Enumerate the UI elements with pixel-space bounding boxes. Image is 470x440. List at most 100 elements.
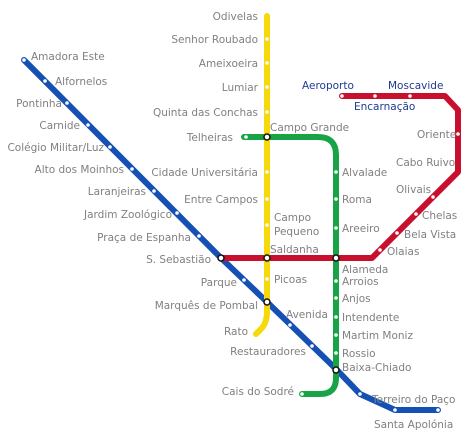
- station-label-colegio-militar: Colégio Militar/Luz: [7, 142, 104, 154]
- station-label-santa-apolonia: Santa Apolónia: [374, 419, 453, 431]
- interchange-dot: [263, 133, 271, 141]
- station-label-intendente: Intendente: [342, 312, 399, 324]
- station-label-anjos: Anjos: [342, 293, 371, 305]
- station-dot: [65, 101, 69, 105]
- station-label-arroios: Arroios: [342, 276, 379, 288]
- station-label-pontinha: Pontinha: [16, 98, 62, 110]
- station-label-parque: Parque: [201, 277, 237, 289]
- station-dot: [378, 248, 382, 252]
- station-label-moscavide: Moscavide: [388, 80, 443, 92]
- station-dot: [265, 197, 269, 201]
- station-label-olivais: Olivais: [396, 184, 431, 196]
- station-label-carnide: Carnide: [39, 120, 80, 132]
- station-dot: [334, 279, 338, 283]
- station-dot: [414, 212, 418, 216]
- station-label-martim-moniz: Martim Moniz: [342, 330, 413, 342]
- station-dot: [130, 167, 134, 171]
- station-label-aeroporto: Aeroporto: [302, 80, 354, 92]
- station-label-alfornelos: Alfornelos: [55, 76, 107, 88]
- station-dot: [265, 61, 269, 65]
- station-dot: [334, 333, 338, 337]
- station-label-odivelas: Odivelas: [213, 11, 258, 23]
- station-dot: [456, 132, 460, 136]
- station-dot: [300, 392, 304, 396]
- station-label-baixa-chiado: Baixa-Chiado: [342, 362, 411, 374]
- interchange-dots: [217, 133, 340, 374]
- station-label-alto-dos-moinhos: Alto dos Moinhos: [35, 164, 124, 176]
- station-label-campo-pequeno-line1: Campo: [274, 212, 311, 224]
- station-dot: [265, 85, 269, 89]
- station-dot: [242, 278, 246, 282]
- station-dot: [436, 408, 440, 412]
- station-label-telheiras: Telheiras: [186, 132, 233, 144]
- station-label-amadora-este: Amadora Este: [31, 51, 105, 63]
- station-label-senhor-roubado: Senhor Roubado: [171, 34, 258, 46]
- station-label-ameixoeira: Ameixoeira: [199, 58, 258, 70]
- station-dot: [265, 277, 269, 281]
- station-label-jardim-zoologico: Jardim Zoológico: [83, 209, 172, 221]
- station-label-campo-pequeno-line2: Pequeno: [274, 226, 319, 238]
- station-label-alameda: Alameda: [342, 264, 388, 276]
- station-label-roma: Roma: [342, 194, 372, 206]
- station-dot: [340, 94, 344, 98]
- station-label-cidade-universitaria: Cidade Universitária: [151, 167, 258, 179]
- interchange-dot: [217, 254, 225, 262]
- station-label-areeiro: Areeiro: [342, 223, 380, 235]
- station-dot: [108, 145, 112, 149]
- station-dot: [395, 231, 399, 235]
- station-label-cais-do-sodre: Cais do Sodré: [222, 386, 294, 398]
- station-label-campo-grande: Campo Grande: [270, 122, 349, 134]
- station-dot: [265, 170, 269, 174]
- station-label-chelas: Chelas: [422, 210, 457, 222]
- station-label-saldanha: Saldanha: [270, 244, 319, 256]
- station-dot: [334, 170, 338, 174]
- interchange-dot: [263, 254, 271, 262]
- station-dot: [408, 94, 412, 98]
- station-dot: [86, 123, 90, 127]
- station-label-restauradores: Restauradores: [230, 346, 306, 358]
- interchange-dot: [263, 298, 271, 306]
- station-dot: [334, 197, 338, 201]
- yellow-line: [253, 13, 270, 337]
- station-label-avenida: Avenida: [286, 309, 328, 321]
- interchange-dot: [332, 254, 340, 262]
- station-dot: [22, 58, 26, 62]
- interchange-dot: [332, 366, 340, 374]
- station-dot: [334, 351, 338, 355]
- station-dot: [334, 296, 338, 300]
- station-label-oriente: Oriente: [417, 129, 456, 141]
- green-line: [241, 134, 339, 397]
- station-label-rato: Rato: [224, 326, 248, 338]
- station-label-cabo-ruivo: Cabo Ruivo: [396, 157, 455, 169]
- station-dot: [358, 392, 362, 396]
- station-label-marques-de-pombal: Marquês de Pombal: [155, 300, 258, 312]
- station-dot: [43, 79, 47, 83]
- station-label-lumiar: Lumiar: [222, 82, 259, 94]
- station-dot: [152, 189, 156, 193]
- station-label-picoas: Picoas: [274, 274, 307, 286]
- station-label-encarnacao: Encarnação: [354, 101, 415, 113]
- station-dot: [393, 408, 397, 412]
- station-dot: [334, 226, 338, 230]
- station-dot: [197, 234, 201, 238]
- station-dot: [265, 37, 269, 41]
- station-dot: [288, 323, 292, 327]
- station-dot: [310, 344, 314, 348]
- station-dots: [22, 37, 460, 412]
- station-label-entre-campos: Entre Campos: [184, 194, 258, 206]
- station-dot: [265, 110, 269, 114]
- station-dot: [244, 135, 248, 139]
- station-dot: [175, 211, 179, 215]
- red-line: [218, 93, 461, 261]
- station-dot: [431, 195, 435, 199]
- station-label-s-sebastiao: S. Sebastião: [146, 254, 211, 266]
- station-dot: [373, 94, 377, 98]
- station-label-quinta-das-conchas: Quinta das Conchas: [153, 107, 258, 119]
- station-label-terreiro-do-paco: Terreiro do Paço: [371, 394, 455, 406]
- station-label-bela-vista: Bela Vista: [404, 229, 456, 241]
- station-dot: [334, 315, 338, 319]
- station-dot: [265, 223, 269, 227]
- station-label-rossio: Rossio: [342, 348, 376, 360]
